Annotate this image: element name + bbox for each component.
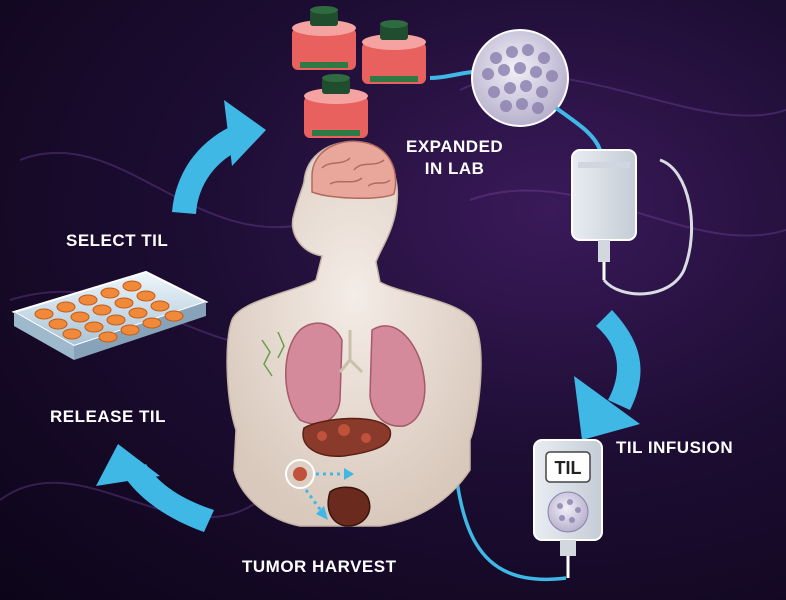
tumor-site bbox=[293, 467, 307, 481]
expanded-label-line1: EXPANDED bbox=[406, 137, 504, 156]
process-arrow-icon bbox=[574, 310, 641, 440]
select-til-label: SELECT TIL bbox=[66, 231, 169, 250]
harvest-dotted-arrow bbox=[304, 489, 324, 513]
harvest-arrowhead bbox=[316, 506, 328, 520]
culture-canister-icon bbox=[292, 6, 356, 70]
connector-line bbox=[429, 70, 473, 80]
tumor-sample-icon bbox=[327, 486, 371, 527]
human-body-figure bbox=[226, 140, 482, 527]
tumor-site-marker bbox=[285, 459, 315, 489]
process-arrow-icon bbox=[172, 100, 266, 214]
iv-bag-icon bbox=[571, 149, 694, 296]
til-infusion-bag-icon bbox=[533, 439, 603, 578]
connector-line bbox=[554, 106, 602, 151]
tumor-harvest-label: TUMOR HARVEST bbox=[242, 557, 397, 576]
release-til-label: RELEASE TIL bbox=[50, 407, 167, 426]
expanded-in-lab-label: EXPANDED IN LAB bbox=[406, 136, 503, 180]
culture-canister-icon bbox=[304, 74, 368, 138]
well-plate-icon bbox=[11, 270, 209, 360]
harvest-arrowhead bbox=[344, 468, 354, 480]
culture-canister-icon bbox=[362, 20, 426, 84]
expanded-label-line2: IN LAB bbox=[424, 159, 485, 178]
expanded-cells-icon bbox=[471, 29, 569, 127]
process-arrow-icon bbox=[96, 444, 214, 532]
bag-label: TIL bbox=[555, 458, 582, 478]
til-infusion-label: TIL INFUSION bbox=[616, 438, 734, 457]
